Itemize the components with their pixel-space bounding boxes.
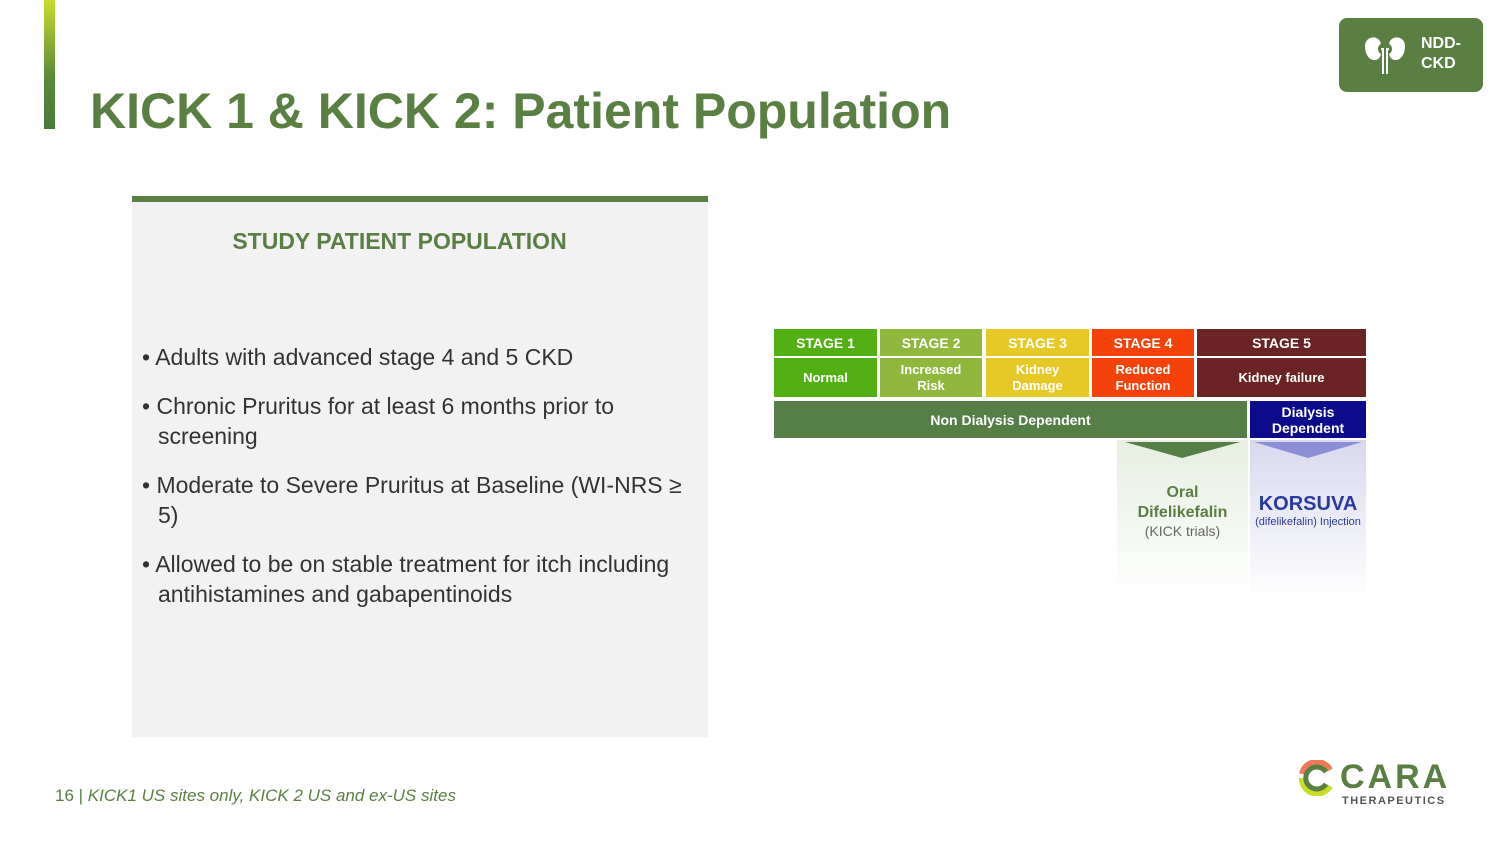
arrow-down-icon xyxy=(1125,442,1240,458)
bullet: Allowed to be on stable treatment for it… xyxy=(142,549,682,609)
footer: 16 | KICK1 US sites only, KICK 2 US and … xyxy=(55,786,456,805)
page-title: KICK 1 & KICK 2: Patient Population xyxy=(90,83,952,139)
stage-description: Kidney Damage xyxy=(986,358,1089,397)
stage-description: Kidney failure xyxy=(1197,358,1366,397)
stage-header: STAGE 1 xyxy=(774,329,877,356)
stage-header: STAGE 5 xyxy=(1197,329,1366,356)
study-population-panel: STUDY PATIENT POPULATION Adults with adv… xyxy=(132,196,708,737)
dialysis-bar: Dialysis Dependent xyxy=(1250,401,1366,438)
kidney-icon xyxy=(1365,37,1405,74)
korsuva-logo: KORSUVA xyxy=(1258,493,1358,515)
drug-label: Difelikefalin xyxy=(1137,504,1228,521)
kick-trials-label: (KICK trials) xyxy=(1144,523,1221,539)
korsuva-column: KORSUVA (difelikefalin) Injection xyxy=(1250,440,1366,599)
ndd-ckd-badge: NDD- CKD xyxy=(1339,18,1483,92)
oral-label: Oral xyxy=(1166,484,1199,501)
page-number: 16 xyxy=(55,786,74,805)
stage-description: Reduced Function xyxy=(1092,358,1194,397)
dialysis-label: Dialysis Dependent xyxy=(1271,403,1345,436)
accent-bar xyxy=(44,0,55,129)
arrow-down-icon xyxy=(1254,442,1362,458)
cara-c-icon xyxy=(1299,760,1333,796)
stage-header: STAGE 4 xyxy=(1092,329,1194,356)
bullet: Adults with advanced stage 4 and 5 CKD xyxy=(142,342,682,372)
logo-name: CARA xyxy=(1340,758,1451,796)
korsuva-sub: (difelikefalin) Injection xyxy=(1255,516,1361,528)
stage-header: STAGE 3 xyxy=(986,329,1089,356)
stage-header: STAGE 2 xyxy=(880,329,982,356)
bullet: Chronic Pruritus for at least 6 months p… xyxy=(142,391,682,451)
stage-description: Normal xyxy=(774,358,877,397)
bullet: Moderate to Severe Pruritus at Baseline … xyxy=(142,470,682,530)
logo-sub: THERAPEUTICS xyxy=(1342,795,1446,807)
badge-line2: CKD xyxy=(1421,55,1456,72)
badge-line1: NDD- xyxy=(1421,35,1461,52)
stage-description: Increased Risk xyxy=(880,358,982,397)
non-dialysis-bar: Non Dialysis Dependent xyxy=(774,401,1247,438)
panel-heading: STUDY PATIENT POPULATION xyxy=(232,228,567,254)
footnote: KICK1 US sites only, KICK 2 US and ex-US… xyxy=(87,786,456,805)
